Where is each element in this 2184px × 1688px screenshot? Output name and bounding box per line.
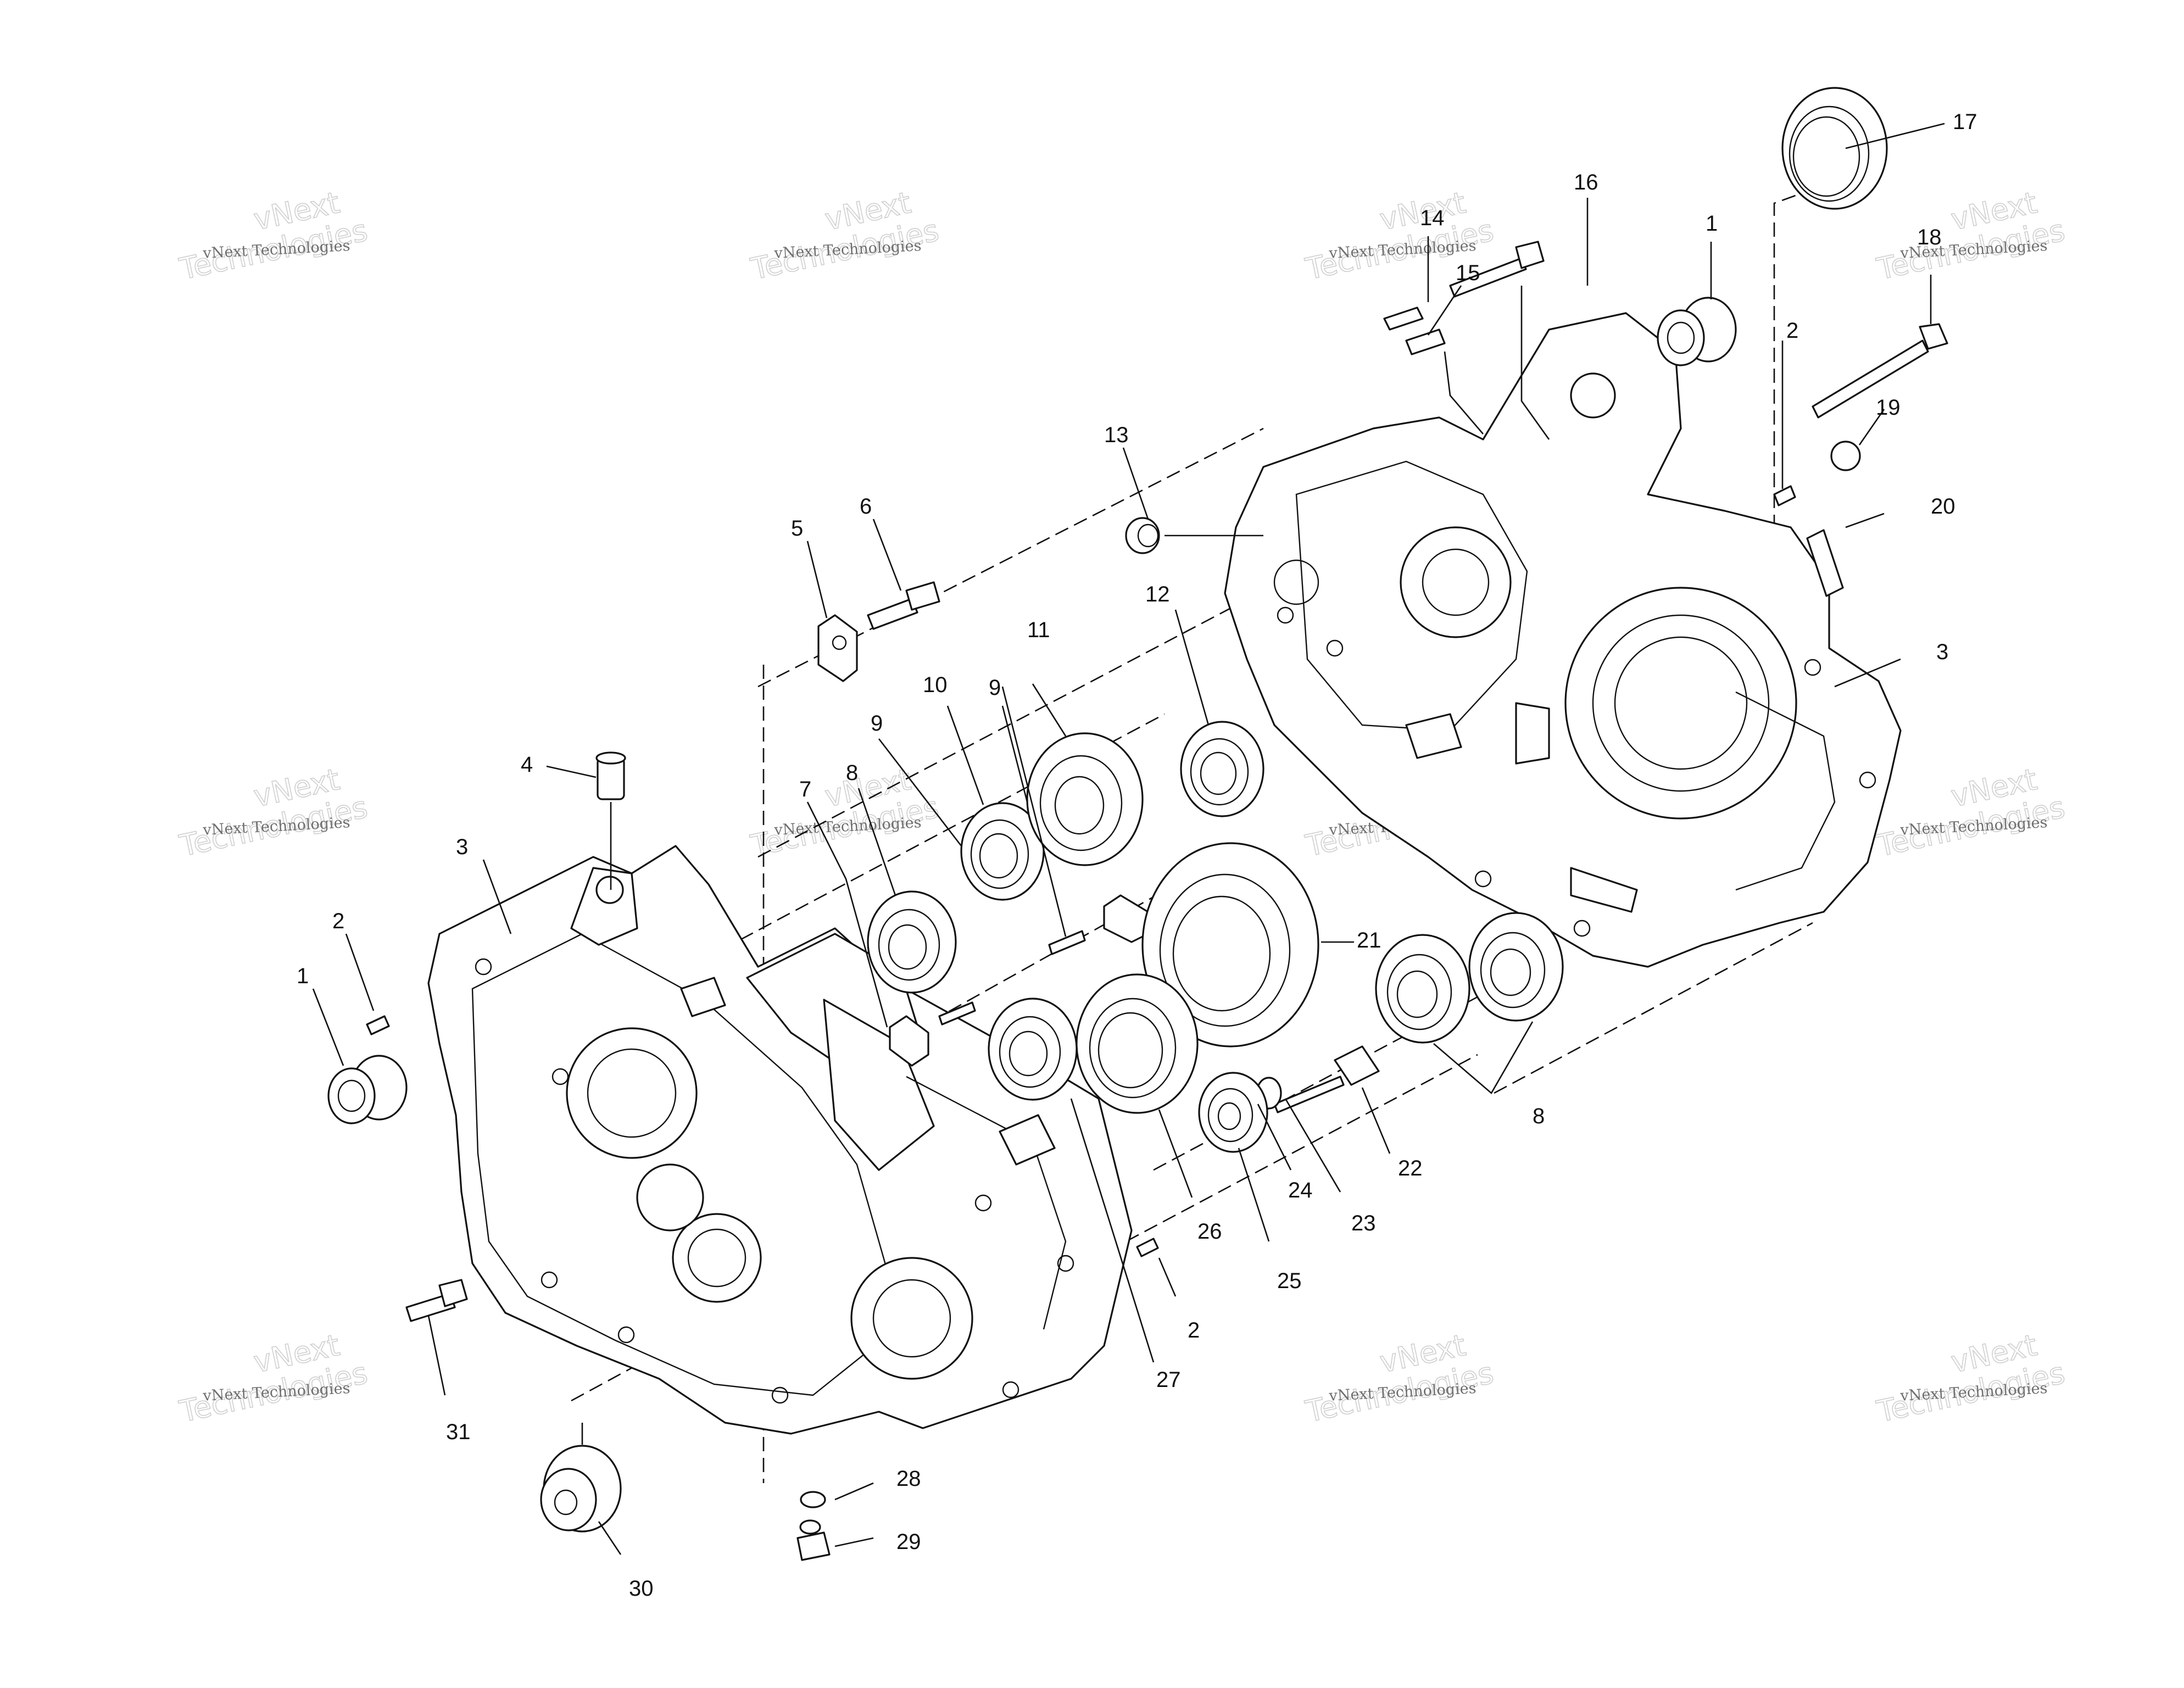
bearing-26	[1076, 973, 1199, 1114]
long-bolt-18	[1812, 323, 1948, 419]
bolt-6	[867, 581, 940, 630]
callout-22: 22	[1398, 1156, 1423, 1180]
callout-2-left: 2	[332, 909, 344, 933]
callout-19: 19	[1876, 395, 1901, 420]
callout-3-right: 3	[1936, 640, 1948, 664]
right-crankcase-half	[1224, 312, 1902, 968]
callout-1-left: 1	[297, 964, 309, 988]
callout-15: 15	[1456, 261, 1480, 285]
bearing-25	[1198, 1072, 1268, 1153]
callout-18: 18	[1917, 225, 1942, 249]
bearings	[867, 721, 1564, 1153]
callout-17: 17	[1953, 110, 1977, 134]
drain-plug-29	[796, 1519, 831, 1561]
callout-1-right: 1	[1706, 211, 1718, 236]
callout-2-lower: 2	[1188, 1318, 1200, 1342]
bearing-27	[988, 998, 1078, 1101]
callout-8-lower: 8	[1533, 1104, 1545, 1128]
bolt-16	[1449, 241, 1545, 298]
callout-6: 6	[860, 494, 872, 519]
callout-14: 14	[1420, 206, 1445, 230]
nut-19	[1830, 441, 1861, 471]
callout-21: 21	[1357, 928, 1381, 952]
bearing-11	[1026, 732, 1144, 866]
callout-30: 30	[629, 1576, 654, 1601]
bearing-10	[960, 802, 1045, 901]
bushing-right	[1657, 297, 1737, 366]
plate-7	[889, 1015, 929, 1067]
bearing-12	[1180, 721, 1264, 817]
callout-28: 28	[896, 1467, 921, 1491]
key-15	[1405, 328, 1446, 355]
callout-12: 12	[1145, 582, 1170, 606]
callout-4: 4	[521, 753, 533, 777]
bearing-21	[1141, 842, 1319, 1048]
washer-28	[800, 1491, 826, 1508]
bearing-8-lower-a	[1375, 934, 1470, 1044]
callout-26: 26	[1197, 1219, 1222, 1244]
oil-seal-17	[1781, 87, 1888, 210]
callout-24: 24	[1288, 1178, 1313, 1202]
callout-9-upper: 9	[871, 711, 883, 736]
plug-13	[1125, 517, 1160, 554]
callout-11: 11	[1027, 618, 1050, 642]
plate-9	[1103, 894, 1149, 943]
callout-29: 29	[896, 1530, 921, 1554]
callout-23: 23	[1351, 1211, 1376, 1235]
loose-parts	[327, 87, 1948, 1561]
callout-2-right: 2	[1786, 319, 1798, 343]
callout-25: 25	[1277, 1269, 1302, 1293]
callout-3-left: 3	[456, 835, 468, 859]
plate-5	[817, 614, 858, 682]
bushing-left	[327, 1055, 408, 1124]
callout-10: 10	[923, 673, 948, 697]
pin-20	[1806, 529, 1844, 597]
key-14	[1383, 307, 1424, 331]
left-crankcase-half	[427, 845, 1133, 1435]
callout-13: 13	[1104, 423, 1129, 447]
callout-5: 5	[791, 516, 803, 541]
callout-9-mid: 9	[989, 676, 1001, 700]
callout-8-upper: 8	[846, 761, 858, 785]
callout-31: 31	[446, 1420, 471, 1444]
sensor-22	[1273, 1045, 1380, 1113]
callout-labels: 1 2 3 4 5 6 7 8 9 10 9 11 12 13 14 15 16…	[297, 110, 1977, 1601]
callout-16: 16	[1574, 170, 1598, 194]
plug-30	[540, 1445, 622, 1533]
leader-lines	[312, 122, 1945, 1555]
sleeve-4	[595, 751, 626, 800]
callout-20: 20	[1931, 494, 1955, 519]
callout-7: 7	[799, 777, 811, 801]
bolt-31	[405, 1279, 468, 1322]
bearing-8-lower-b	[1468, 912, 1564, 1022]
callout-27: 27	[1156, 1368, 1181, 1392]
bearing-8-upper	[867, 890, 957, 994]
